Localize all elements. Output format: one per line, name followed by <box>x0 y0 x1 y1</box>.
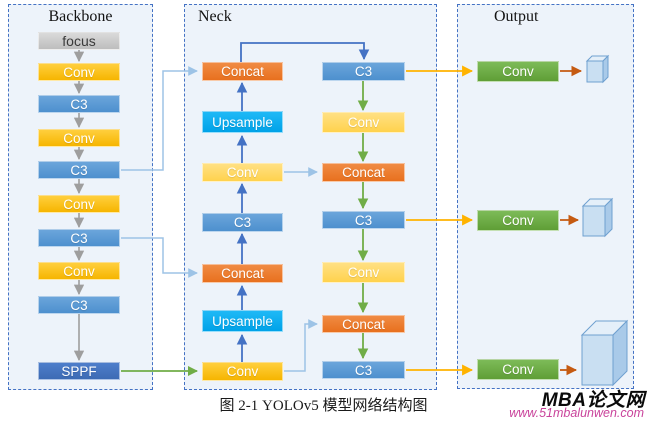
block-backbone-conv-2: Conv <box>38 129 120 147</box>
block-head-conv-2: Conv <box>322 262 405 283</box>
block-output-conv-1: Conv <box>477 61 559 82</box>
block-head-conv-1: Conv <box>322 112 405 133</box>
backbone-title: Backbone <box>48 8 113 25</box>
block-neck-concat-2: Concat <box>202 264 283 283</box>
block-backbone-c3-3: C3 <box>38 229 120 247</box>
block-head-c3-1: C3 <box>322 62 405 81</box>
block-neck-conv-2: Conv <box>202 362 283 381</box>
block-head-c3-2: C3 <box>322 211 405 229</box>
block-backbone-c3-4: C3 <box>38 296 120 314</box>
figure-caption: 图 2-1 YOLOv5 模型网络结构图 <box>219 398 428 414</box>
watermark-url: www.51mbalunwen.com <box>509 406 644 420</box>
block-neck-upsample-2: Upsample <box>202 310 283 332</box>
block-head-c3-3: C3 <box>322 361 405 379</box>
block-output-conv-3: Conv <box>477 359 559 380</box>
block-focus: focus <box>38 32 120 50</box>
block-head-concat-2: Concat <box>322 315 405 333</box>
output-title: Output <box>494 8 539 25</box>
block-sppf: SPPF <box>38 362 120 380</box>
block-backbone-conv-3: Conv <box>38 195 120 213</box>
block-neck-conv-1: Conv <box>202 163 283 182</box>
block-backbone-c3-2: C3 <box>38 161 120 179</box>
block-neck-c3-left: C3 <box>202 213 283 232</box>
block-neck-concat-1: Concat <box>202 62 283 81</box>
block-backbone-c3-1: C3 <box>38 95 120 113</box>
block-neck-upsample-1: Upsample <box>202 111 283 133</box>
block-head-concat-1: Concat <box>322 163 405 182</box>
neck-title: Neck <box>198 8 232 25</box>
block-backbone-conv-1: Conv <box>38 63 120 81</box>
block-output-conv-2: Conv <box>477 210 559 231</box>
block-backbone-conv-4: Conv <box>38 262 120 280</box>
watermark-brand: MBA论文网 <box>541 390 645 411</box>
